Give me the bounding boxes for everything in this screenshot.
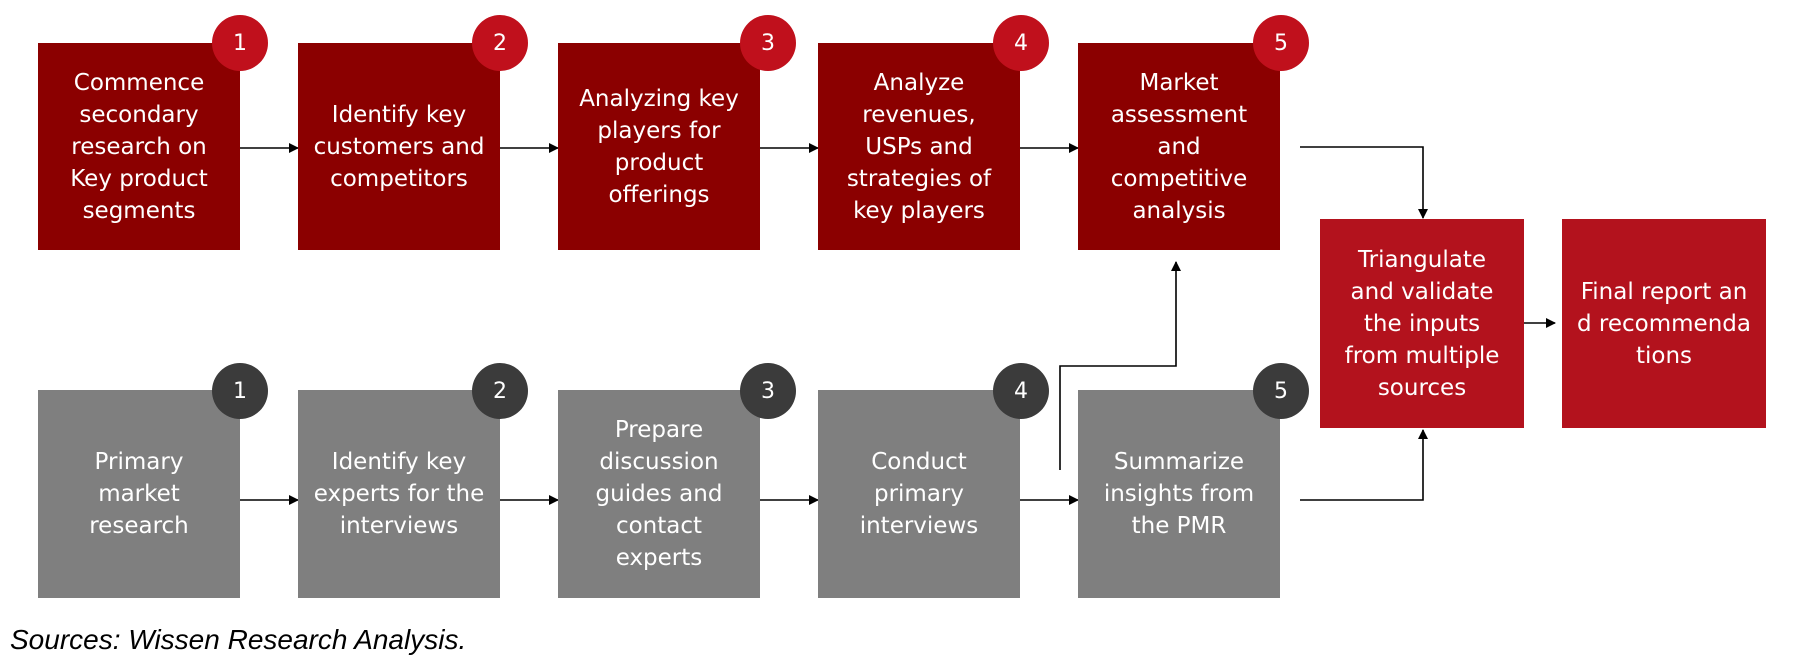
primary-step-1-label: Primary market research [89,449,189,539]
primary-step-3-box: Prepare discussion guides and contact ex… [558,390,760,598]
secondary-step-4-badge: 4 [993,15,1049,71]
primary-step-5-badge: 5 [1253,363,1309,419]
secondary-step-2-label: Identify key customers and competitors [313,101,485,192]
secondary-step-3-label: Analyzing key players for product offeri… [579,85,739,208]
secondary-step-5-label: Market assessment and competitive analys… [1110,69,1248,224]
primary-step-2-badge: 2 [472,363,528,419]
secondary-step-2-badge: 2 [472,15,528,71]
primary-step-3-label: Prepare discussion guides and contact ex… [595,417,723,571]
source-note: Sources: Wissen Research Analysis. [10,624,467,655]
primary-step-4-label: Conduct primary interviews [859,449,979,539]
primary-step-2-label: Identify key experts for the interviews [313,449,485,539]
primary-step-4-badge: 4 [993,363,1049,419]
primary-step-2-box: Identify key experts for the interviews [298,390,500,598]
primary-step-4-box: Conduct primary interviews [818,390,1020,598]
secondary-step-1-badge: 1 [212,15,268,71]
secondary-step-3-badge: 3 [740,15,796,71]
primary-step-3-badge: 3 [740,363,796,419]
secondary-step-3-box: Analyzing key players for product offeri… [558,43,760,250]
secondary-step-4-box: Analyze revenues, USPs and strategies of… [818,43,1020,250]
arrow-p5-triangulate [1300,429,1428,501]
primary-step-1-badge: 1 [212,363,268,419]
primary-step-5-box: Summarize insights from the PMR [1078,390,1280,598]
final-report-box: Final report and recommendations [1562,219,1766,428]
secondary-step-4-label: Analyze revenues, USPs and strategies of… [846,69,992,224]
final-report-label: Final report and recommendations [1577,278,1751,369]
triangulate-box: Triangulate and validate the inputs from… [1320,219,1524,428]
secondary-step-1-box: Commence secondary research on Key produ… [38,43,240,250]
secondary-step-1-label: Commence secondary research on Key produ… [70,69,208,224]
secondary-step-5-badge: 5 [1253,15,1309,71]
arrow-s5-triangulate [1300,146,1428,219]
triangulate-label: Triangulate and validate the inputs from… [1344,246,1500,401]
secondary-step-5-box: Market assessment and competitive analys… [1078,43,1280,250]
secondary-step-2-box: Identify key customers and competitors [298,43,500,250]
arrow-p4-s5 [1059,261,1181,470]
primary-step-1-box: Primary market research [38,390,240,598]
primary-step-5-label: Summarize insights from the PMR [1103,449,1255,539]
